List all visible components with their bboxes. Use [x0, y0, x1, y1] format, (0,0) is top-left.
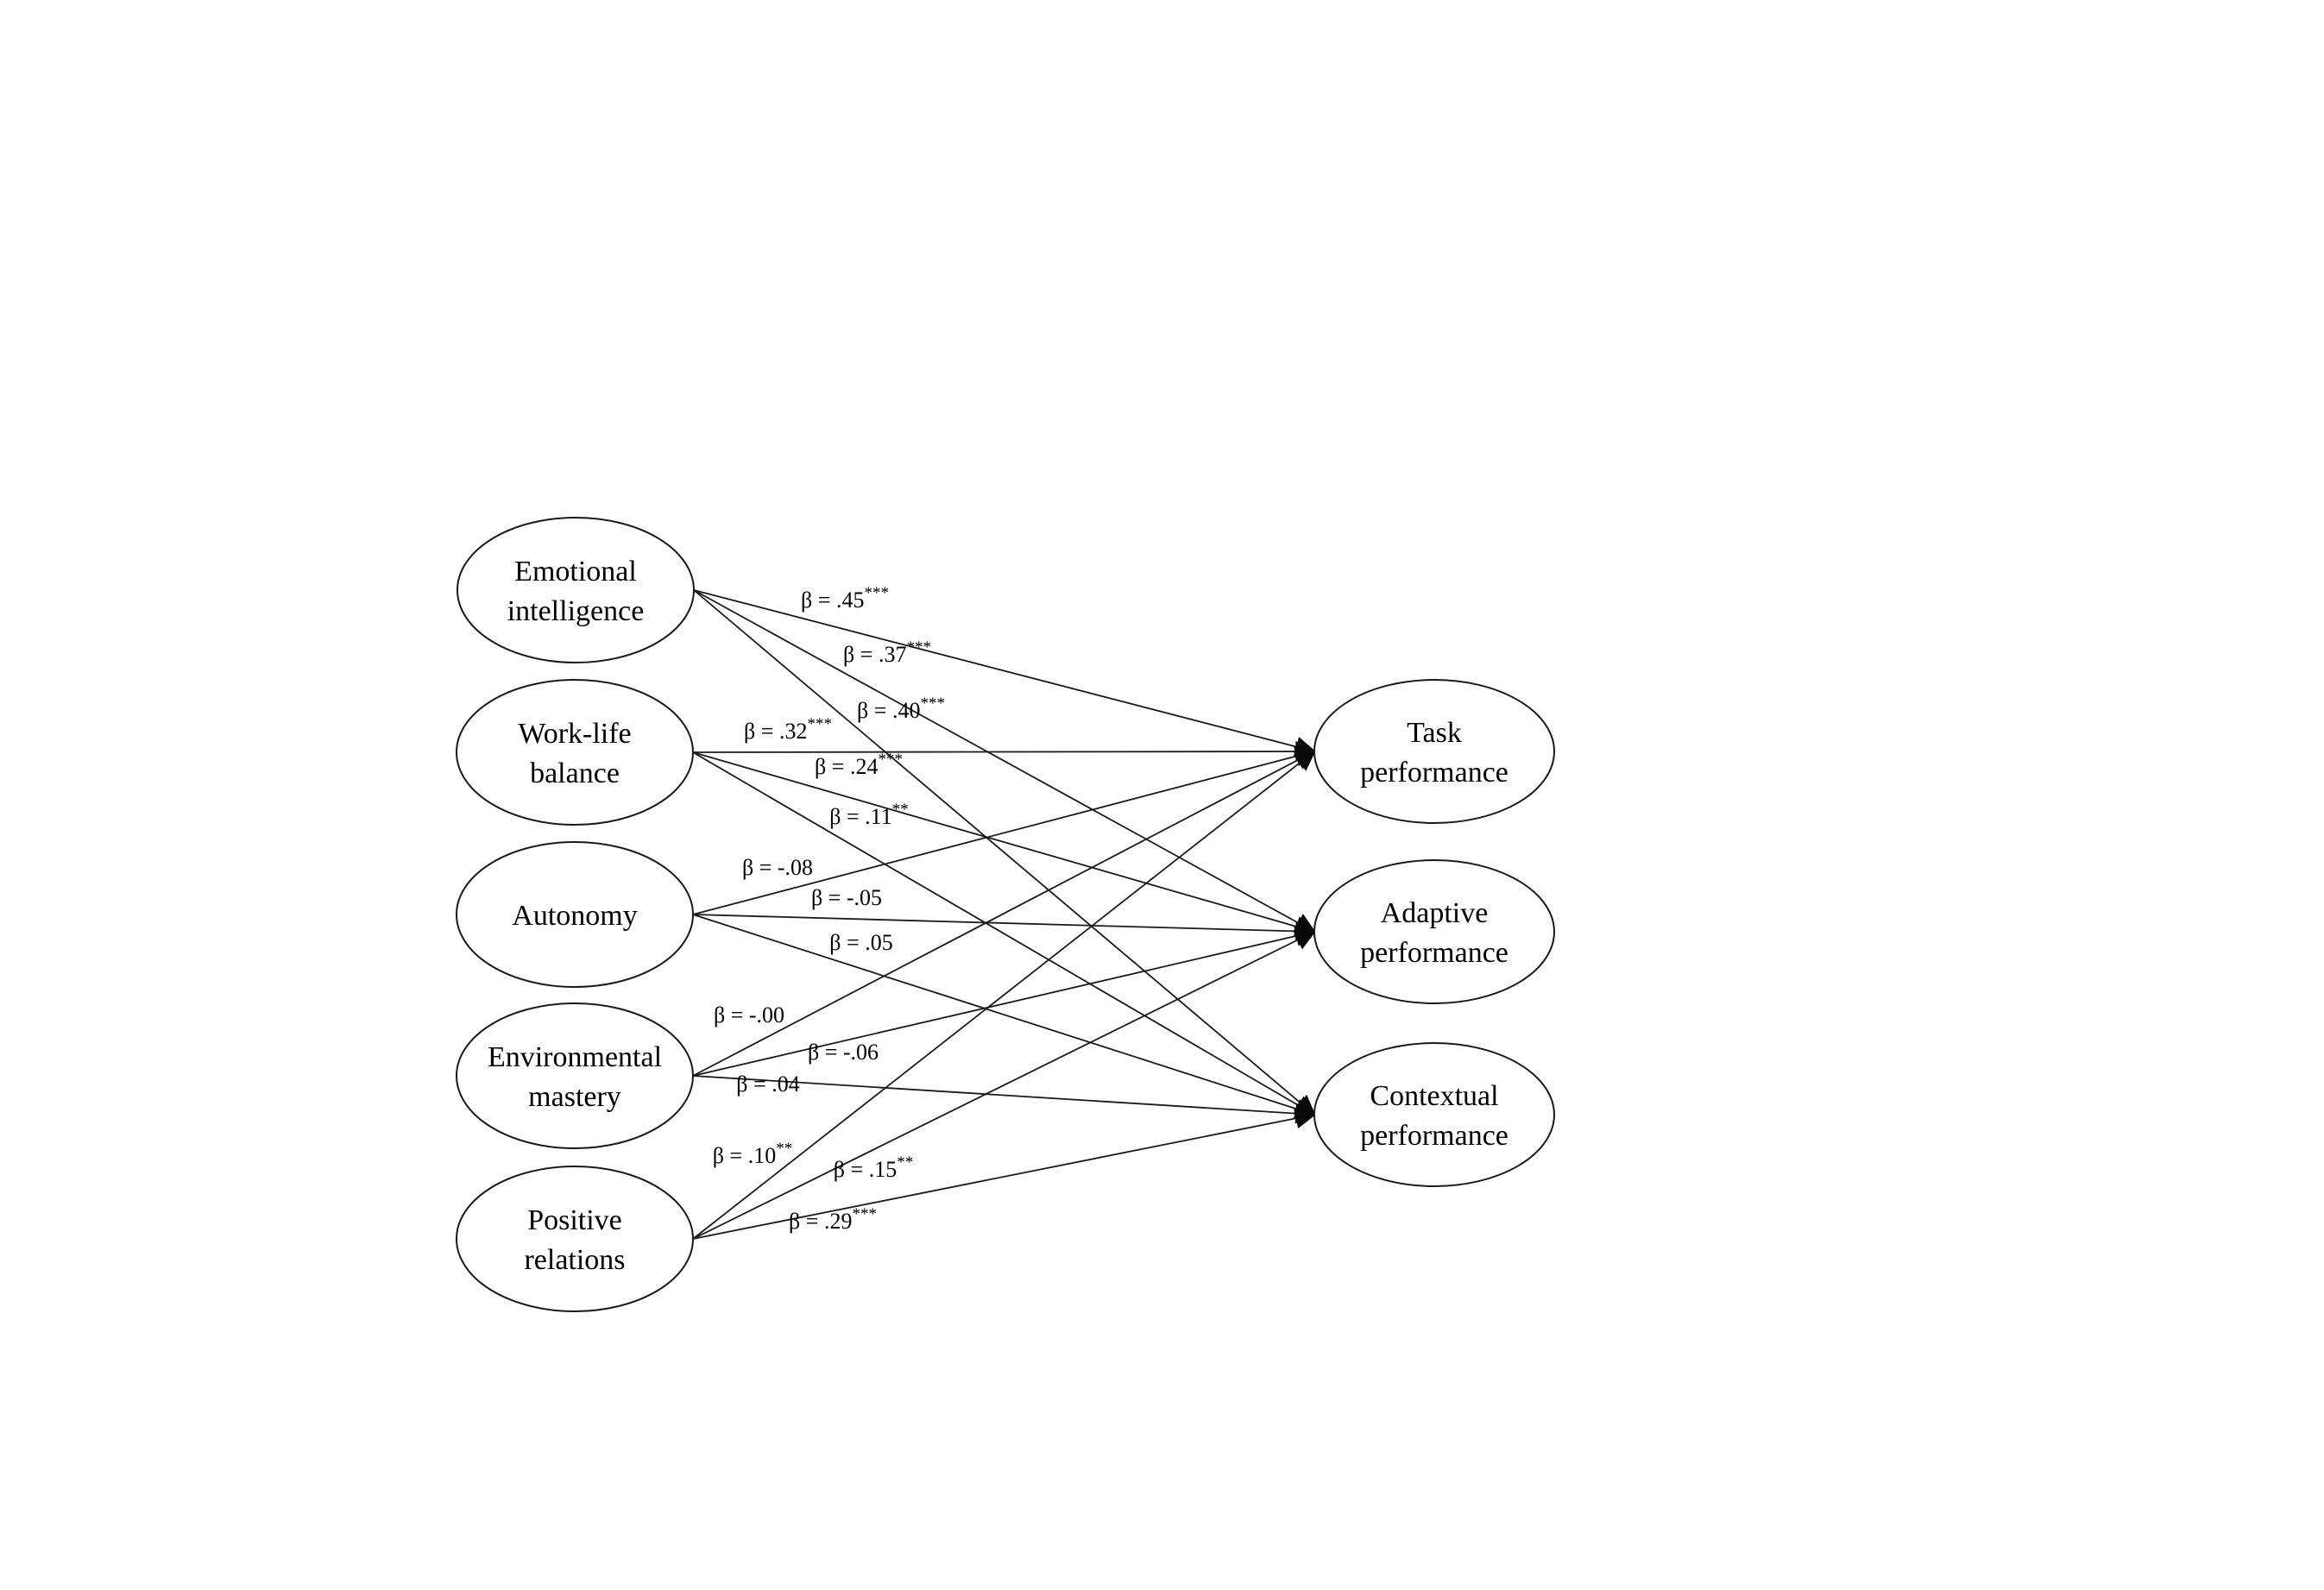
node-positive-relations: Positive relations — [456, 1166, 694, 1312]
path-work-life-balance-to-adaptive-performance — [692, 751, 1317, 937]
node-label-autonomy: Autonomy — [512, 900, 637, 932]
significance-stars: ** — [897, 1153, 913, 1172]
node-label-line: intelligence — [507, 595, 645, 627]
node-environmental-mastery: Environmental mastery — [456, 1002, 694, 1149]
node-ellipse-contextual-performance — [1313, 1042, 1555, 1187]
path-environmental-mastery-to-contextual-performance — [692, 1075, 1317, 1124]
node-label-line: Positive — [527, 1204, 622, 1236]
path-autonomy-to-adaptive-performance — [692, 914, 1317, 942]
beta-label-positive-relations-to-task-performance: β = .10** — [713, 1140, 792, 1168]
beta-coefficient: β = -.00 — [714, 1002, 784, 1028]
node-ellipse-positive-relations — [456, 1166, 694, 1312]
beta-coefficient: β = .10 — [713, 1143, 776, 1168]
significance-stars: *** — [920, 694, 945, 713]
node-label-line: performance — [1360, 1120, 1508, 1152]
node-ellipse-task-performance — [1313, 679, 1555, 824]
path-positive-relations-to-contextual-performance — [692, 1108, 1317, 1240]
node-ellipse-environmental-mastery — [456, 1002, 694, 1149]
node-label-line: performance — [1360, 757, 1508, 789]
node-label-contextual-performance: Contextual performance — [1360, 1080, 1508, 1152]
beta-label-emotional-intelligence-to-task-performance: β = .45*** — [801, 584, 889, 613]
node-work-life-balance: Work-life balance — [456, 679, 694, 826]
edges-layer — [692, 589, 1317, 1240]
node-ellipse-autonomy — [456, 841, 694, 988]
path-work-life-balance-to-task-performance — [692, 741, 1317, 763]
node-label-positive-relations: Positive relations — [524, 1204, 625, 1276]
significance-stars: ** — [776, 1140, 792, 1158]
node-ellipse-adaptive-performance — [1313, 859, 1555, 1004]
path-environmental-mastery-to-adaptive-performance — [692, 926, 1317, 1077]
node-label-line: balance — [530, 757, 620, 789]
beta-label-work-life-balance-to-contextual-performance: β = .11** — [829, 801, 908, 829]
path-autonomy-to-task-performance — [692, 745, 1317, 915]
beta-coefficient: β = .45 — [801, 588, 864, 613]
beta-label-autonomy-to-contextual-performance: β = .05 — [829, 930, 892, 955]
node-label-line: Environmental — [488, 1041, 662, 1073]
beta-label-autonomy-to-adaptive-performance: β = -.05 — [811, 885, 882, 910]
node-label-line: Contextual — [1370, 1080, 1498, 1112]
beta-label-positive-relations-to-contextual-performance: β = .29*** — [789, 1205, 877, 1234]
beta-label-autonomy-to-task-performance: β = -.08 — [742, 855, 813, 880]
beta-label-emotional-intelligence-to-adaptive-performance: β = .37*** — [843, 638, 931, 667]
node-task-performance: Task performance — [1313, 679, 1555, 824]
beta-coefficient: β = .04 — [736, 1072, 799, 1097]
beta-label-environmental-mastery-to-adaptive-performance: β = -.06 — [808, 1040, 879, 1065]
node-label-line: Adaptive — [1381, 897, 1489, 929]
node-emotional-intelligence: Emotional intelligence — [457, 517, 695, 663]
node-label-environmental-mastery: Environmental mastery — [488, 1041, 662, 1113]
beta-coefficient: β = .11 — [829, 804, 891, 829]
beta-coefficient: β = .40 — [857, 698, 920, 723]
significance-stars: *** — [878, 751, 903, 769]
path-work-life-balance-to-contextual-performance — [692, 751, 1317, 1116]
significance-stars: *** — [906, 638, 931, 657]
beta-coefficient: β = .29 — [789, 1209, 852, 1234]
node-label-line: mastery — [528, 1081, 621, 1113]
beta-label-work-life-balance-to-adaptive-performance: β = .24*** — [815, 751, 903, 779]
path-emotional-intelligence-to-contextual-performance — [693, 589, 1316, 1116]
node-autonomy: Autonomy — [456, 841, 694, 988]
beta-coefficient: β = .05 — [829, 930, 892, 955]
path-environmental-mastery-to-task-performance — [692, 750, 1317, 1077]
beta-label-work-life-balance-to-task-performance: β = .32*** — [744, 715, 832, 744]
beta-coefficient: β = .37 — [843, 642, 906, 667]
node-ellipse-work-life-balance — [456, 679, 694, 826]
significance-stars: *** — [864, 584, 889, 602]
node-label-line: Task — [1407, 717, 1462, 749]
node-label-line: Autonomy — [512, 900, 637, 932]
node-label-task-performance: Task performance — [1360, 717, 1508, 789]
path-autonomy-to-contextual-performance — [692, 914, 1317, 1119]
path-positive-relations-to-task-performance — [692, 750, 1316, 1240]
path-positive-relations-to-adaptive-performance — [692, 930, 1317, 1240]
node-ellipse-emotional-intelligence — [457, 517, 695, 663]
beta-coefficient: β = -.05 — [811, 885, 882, 910]
beta-label-environmental-mastery-to-contextual-performance: β = .04 — [736, 1072, 799, 1097]
path-emotional-intelligence-to-adaptive-performance — [693, 589, 1317, 933]
path-emotional-intelligence-to-task-performance — [693, 589, 1317, 757]
beta-coefficient: β = .32 — [744, 719, 807, 744]
node-label-line: Emotional — [514, 556, 637, 588]
node-label-adaptive-performance: Adaptive performance — [1360, 897, 1508, 969]
node-adaptive-performance: Adaptive performance — [1313, 859, 1555, 1004]
significance-stars: *** — [852, 1205, 877, 1223]
node-label-line: performance — [1360, 937, 1508, 969]
node-label-work-life-balance: Work-life balance — [518, 718, 631, 789]
node-contextual-performance: Contextual performance — [1313, 1042, 1555, 1187]
beta-coefficient: β = .15 — [834, 1157, 897, 1182]
node-label-line: relations — [524, 1244, 625, 1276]
beta-label-emotional-intelligence-to-contextual-performance: β = .40*** — [857, 694, 945, 723]
node-label-line: Work-life — [518, 718, 631, 750]
beta-label-environmental-mastery-to-task-performance: β = -.00 — [714, 1002, 784, 1028]
node-label-emotional-intelligence: Emotional intelligence — [507, 556, 645, 627]
beta-coefficient: β = -.06 — [808, 1040, 879, 1065]
beta-label-positive-relations-to-adaptive-performance: β = .15** — [834, 1153, 913, 1182]
significance-stars: ** — [892, 801, 909, 819]
beta-coefficient: β = -.08 — [742, 855, 813, 880]
edge-labels-layer: β = .45***β = .37***β = .40***β = .32***… — [713, 584, 945, 1234]
beta-coefficient: β = .24 — [815, 754, 878, 779]
significance-stars: *** — [807, 715, 832, 733]
